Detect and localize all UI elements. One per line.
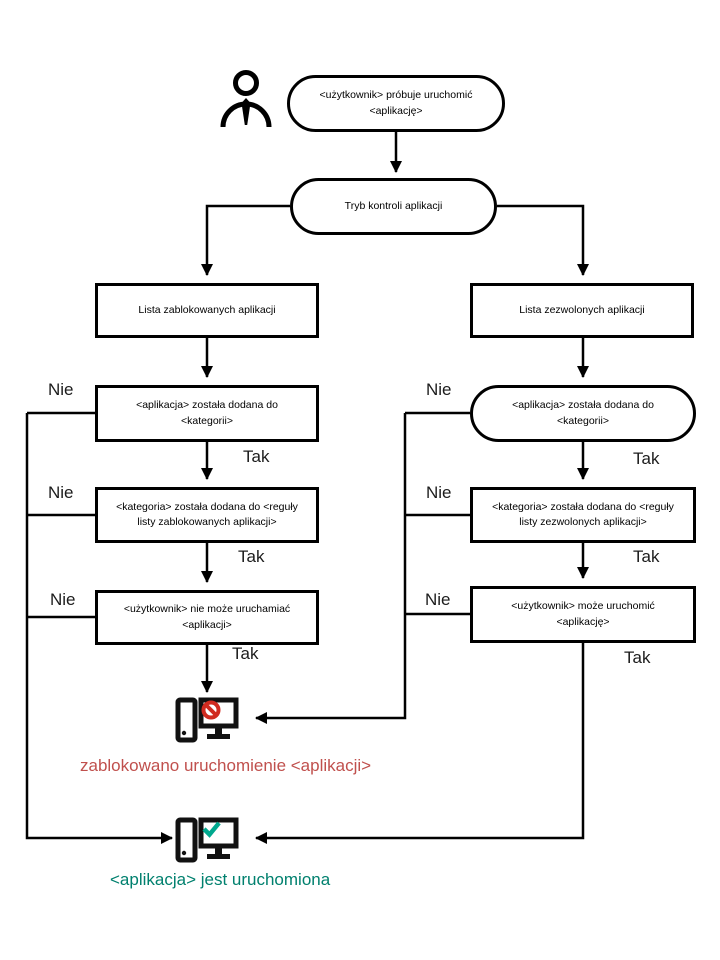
allowlist-check-category-node: <kategoria> została dodana do <reguły li… xyxy=(470,487,696,543)
connector-right-tak-to-running xyxy=(255,643,585,844)
connector-right-nie-to-blocked xyxy=(255,413,407,724)
label-nie-right-1: Nie xyxy=(426,380,452,399)
blocked-computer-icon xyxy=(175,697,239,743)
blocklist-node: Lista zablokowanych aplikacji xyxy=(95,283,319,338)
label-tak-left-3: Tak xyxy=(232,644,259,663)
allowlist-result-node: <użytkownik> może uruchomić <aplikację> xyxy=(470,586,696,643)
label-tak-right-1: Tak xyxy=(633,449,660,468)
label-tak-right-3: Tak xyxy=(624,648,651,667)
label-nie-right-2: Nie xyxy=(426,483,452,502)
connector-left-nie-to-running xyxy=(25,413,173,844)
blocked-caption: zablokowano uruchomienie <aplikacji> xyxy=(80,756,372,775)
running-caption: <aplikacja> jest uruchomiona xyxy=(110,870,331,889)
connector-mode-to-blocklist xyxy=(201,204,290,276)
user-icon xyxy=(220,70,272,128)
label-tak-right-2: Tak xyxy=(633,547,660,566)
blocklist-result-node: <użytkownik> nie może uruchamiać <aplika… xyxy=(95,590,319,645)
allowlist-check-app-node: <aplikacja> została dodana do <kategorii… xyxy=(470,385,696,442)
connector-mode-to-allowlist xyxy=(497,204,589,276)
check-icon xyxy=(202,821,221,838)
blocklist-check-app-node: <aplikacja> została dodana do <kategorii… xyxy=(95,385,319,442)
start-node: <użytkownik> próbuje uruchomić <aplikacj… xyxy=(287,75,505,132)
allowlist-node: Lista zezwolonych aplikacji xyxy=(470,283,694,338)
blocklist-check-category-node: <kategoria> została dodana do <reguły li… xyxy=(95,487,319,543)
prohibition-sign-icon xyxy=(201,700,221,720)
label-tak-left-2: Tak xyxy=(238,547,265,566)
label-nie-left-3: Nie xyxy=(50,590,76,609)
label-nie-right-3: Nie xyxy=(425,590,451,609)
label-tak-left-1: Tak xyxy=(243,447,270,466)
running-computer-icon xyxy=(175,817,239,863)
label-nie-left-2: Nie xyxy=(48,483,74,502)
mode-node: Tryb kontroli aplikacji xyxy=(290,178,497,235)
label-nie-left-1: Nie xyxy=(48,380,74,399)
